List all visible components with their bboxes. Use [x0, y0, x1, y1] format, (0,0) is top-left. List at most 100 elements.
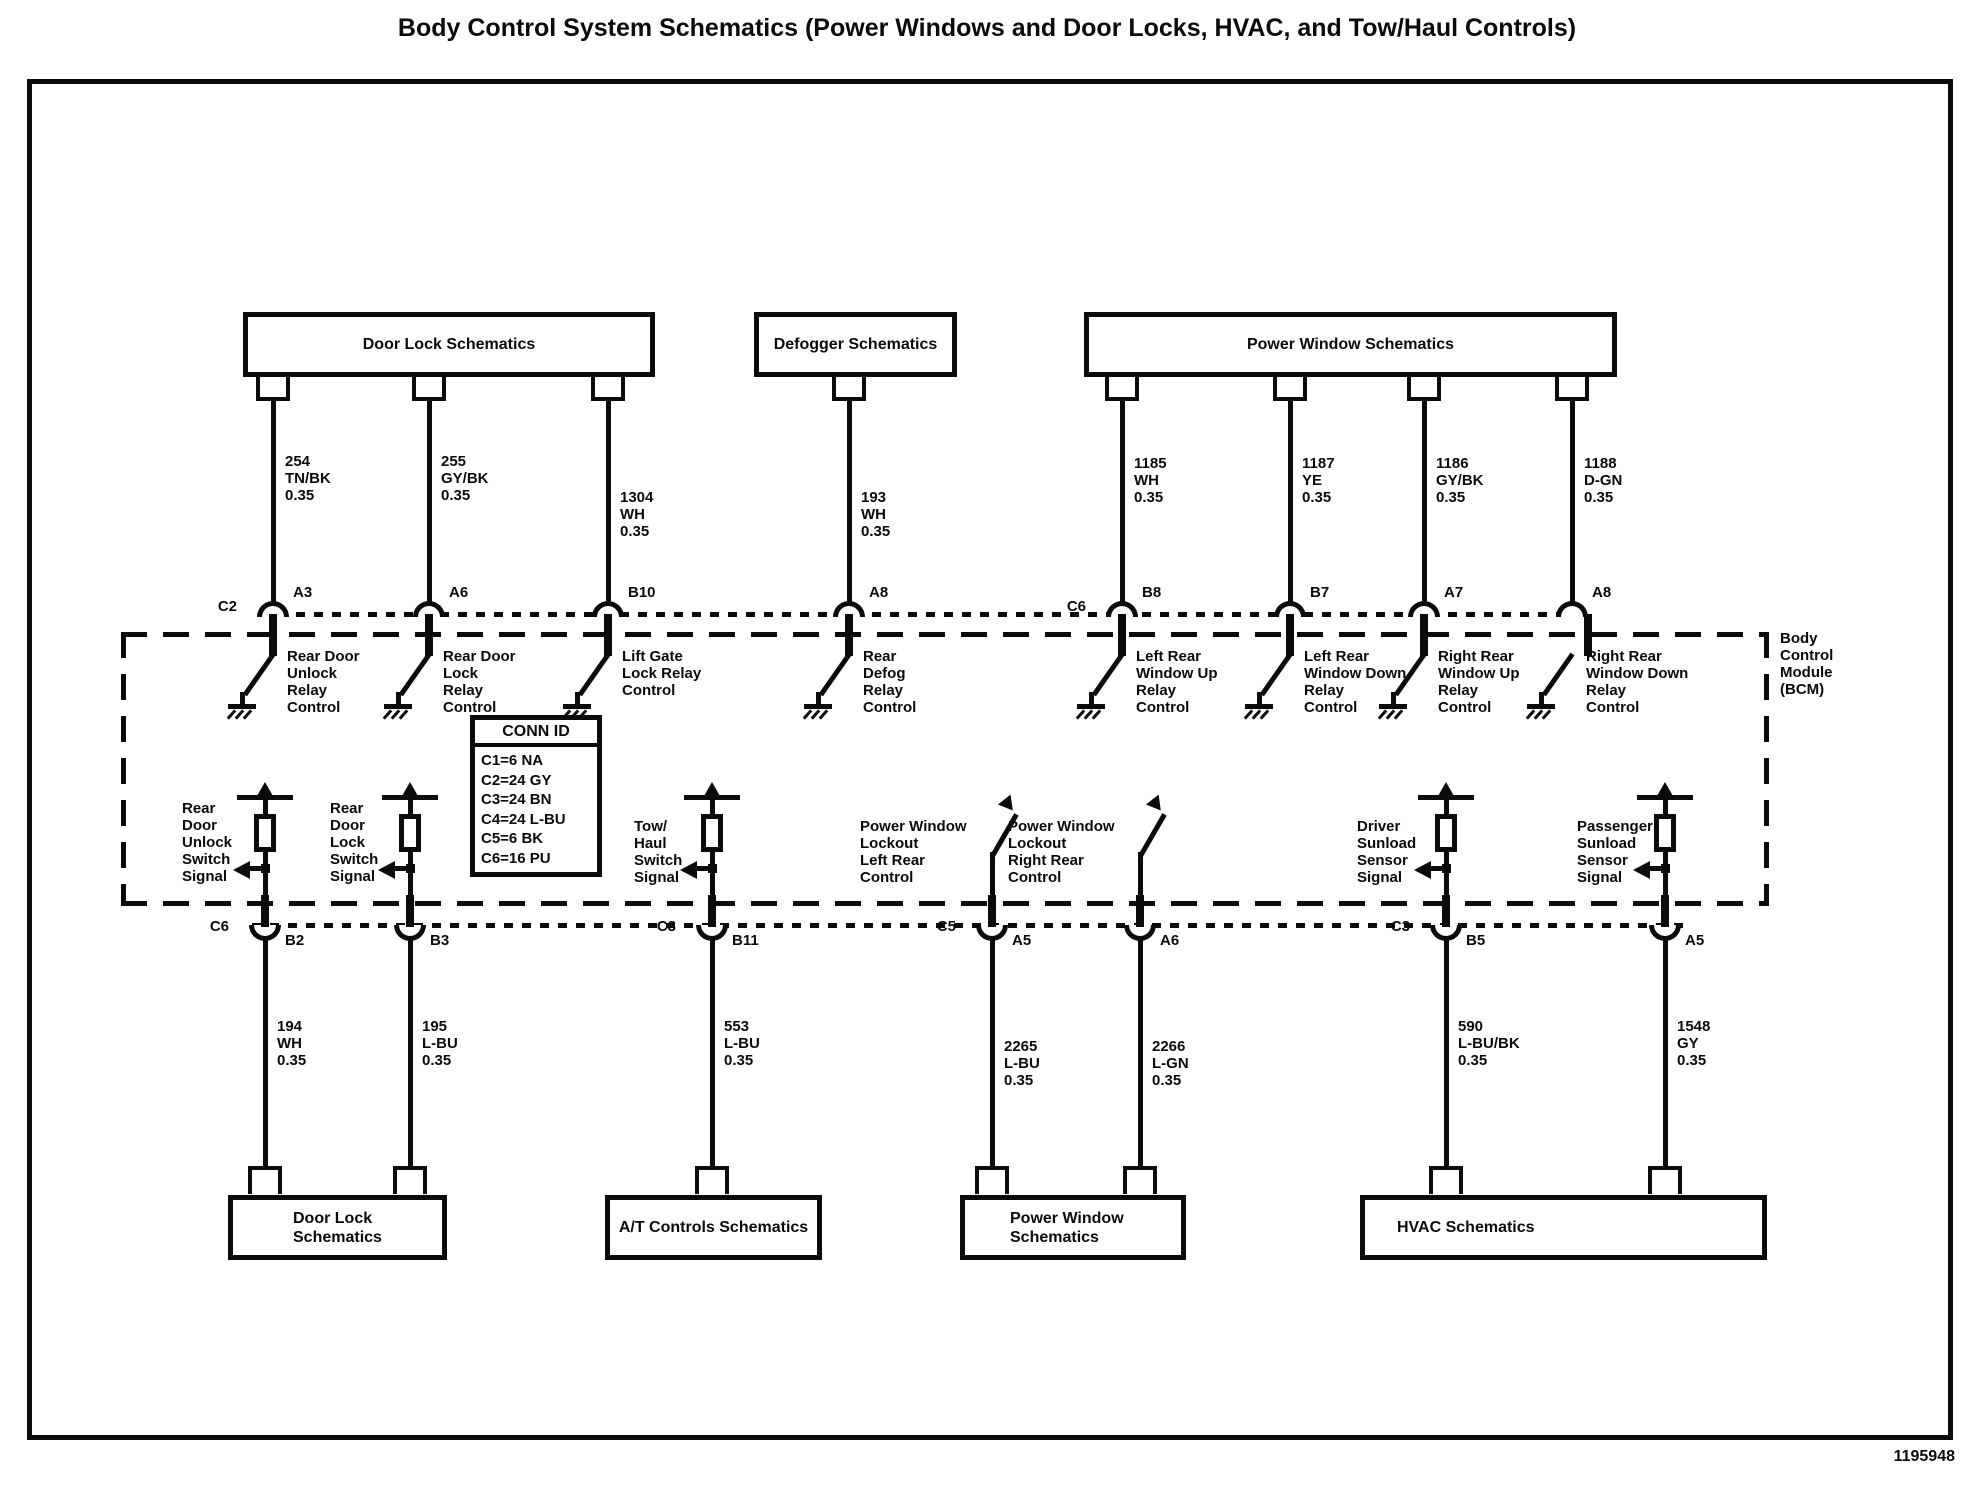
pin-label: B2 [285, 932, 305, 949]
pin-tick [604, 614, 612, 656]
relay-label: Right Rear Window Up Relay Control [1438, 648, 1520, 716]
offpage-connector-icon [393, 1166, 427, 1194]
connector-pin-icon [1408, 601, 1440, 617]
offpage-connector-icon [248, 1166, 282, 1194]
wire-label: 255 GY/BK 0.35 [441, 453, 489, 504]
wire-segment [1138, 852, 1143, 898]
box-door-lock-schematics-bottom[interactable]: Door Lock Schematics [228, 1195, 447, 1260]
connector-label: C6 [1066, 598, 1086, 615]
connector-pin-icon [1430, 925, 1462, 941]
wire-1186 [1422, 399, 1427, 604]
box-at-controls-schematics[interactable]: A/T Controls Schematics [605, 1195, 822, 1260]
offpage-connector-icon [1273, 377, 1307, 401]
connector-row-line [252, 923, 1690, 928]
pin-tick [269, 614, 277, 656]
wire-label: 194 WH 0.35 [277, 1018, 307, 1069]
pin-label: A6 [449, 584, 469, 601]
box-door-lock-schematics[interactable]: Door Lock Schematics [243, 312, 655, 377]
connector-row-line [260, 612, 1592, 617]
wire-segment [1663, 850, 1668, 898]
signal-label: Rear Door Lock Switch Signal [330, 800, 379, 885]
offpage-connector-icon [1123, 1166, 1157, 1194]
ground-icon [804, 704, 832, 709]
ground-icon [575, 692, 580, 706]
wire-label: 2265 L-BU 0.35 [1004, 1038, 1040, 1089]
relay-label: Lift Gate Lock Relay Control [622, 648, 702, 699]
box-power-window-schematics[interactable]: Power Window Schematics [1084, 312, 1617, 377]
wire-label: 1548 GY 0.35 [1677, 1018, 1711, 1069]
connector-pin-icon [592, 601, 624, 617]
resistor-icon [399, 814, 421, 852]
up-arrow-icon [704, 782, 720, 796]
pin-label: A3 [293, 584, 313, 601]
box-hvac-schematics[interactable]: HVAC Schematics [1360, 1195, 1767, 1260]
wire-255 [427, 399, 432, 604]
conn-id-table: CONN ID C1=6 NA C2=24 GY C3=24 BN C4=24 … [470, 715, 602, 877]
wire-label: 1187 YE 0.35 [1302, 455, 1335, 506]
wire-2266 [1138, 939, 1143, 1167]
wire-segment [1444, 798, 1449, 816]
pin-tick [1442, 895, 1450, 927]
bcm-border-right [1764, 632, 1769, 906]
box-label: HVAC Schematics [1397, 1219, 1535, 1236]
wire-label: 195 L-BU 0.35 [422, 1018, 458, 1069]
pin-label: A8 [1592, 584, 1612, 601]
left-arrow-icon [680, 861, 697, 879]
wire-segment [263, 798, 268, 816]
pin-tick [1420, 614, 1428, 656]
wire-label: 1185 WH 0.35 [1134, 455, 1167, 506]
wire-segment [1663, 798, 1668, 816]
pin-label: A5 [1012, 932, 1032, 949]
connector-pin-icon [394, 925, 426, 941]
pin-label: B8 [1142, 584, 1162, 601]
offpage-connector-icon [1407, 377, 1441, 401]
conn-id-header: CONN ID [475, 720, 597, 747]
conn-id-rows: C1=6 NA C2=24 GY C3=24 BN C4=24 L-BU C5=… [481, 752, 566, 867]
signal-label: Driver Sunload Sensor Signal [1357, 818, 1417, 886]
relay-label: Right Rear Window Down Relay Control [1586, 648, 1689, 716]
connector-pin-icon [976, 925, 1008, 941]
signal-label: Passenger Sunload Sensor Signal [1577, 818, 1653, 886]
diagram-border [27, 79, 1953, 1440]
wire-194 [263, 939, 268, 1167]
wire-label: 590 L-BU/BK 0.35 [1458, 1018, 1520, 1069]
offpage-connector-icon [1648, 1166, 1682, 1194]
offpage-connector-icon [412, 377, 446, 401]
offpage-connector-icon [832, 377, 866, 401]
ground-icon [384, 704, 412, 709]
relay-label: Rear Door Unlock Relay Control [287, 648, 360, 716]
ground-icon [1527, 704, 1555, 709]
wire-195 [408, 939, 413, 1167]
arrow-line [249, 866, 267, 871]
pin-label: B10 [628, 584, 656, 601]
offpage-connector-icon [695, 1166, 729, 1194]
offpage-connector-icon [256, 377, 290, 401]
relay-label: Left Rear Window Up Relay Control [1136, 648, 1218, 716]
page-title: Body Control System Schematics (Power Wi… [397, 14, 1577, 42]
wire-segment [263, 850, 268, 898]
resistor-icon [701, 814, 723, 852]
ground-icon [1379, 704, 1407, 709]
offpage-connector-icon [1105, 377, 1139, 401]
junction-dot [406, 864, 415, 873]
resistor-icon [254, 814, 276, 852]
voltage-bar-icon [382, 795, 438, 800]
wire-193 [847, 399, 852, 604]
box-label: Defogger Schematics [773, 336, 938, 353]
resistor-icon [1654, 814, 1676, 852]
wire-segment [1444, 850, 1449, 898]
wire-1187 [1288, 399, 1293, 604]
voltage-bar-icon [1637, 795, 1693, 800]
up-arrow-icon [1438, 782, 1454, 796]
signal-label: Power Window Lockout Left Rear Control [860, 818, 967, 886]
pin-tick [1136, 895, 1144, 927]
box-defogger-schematics[interactable]: Defogger Schematics [754, 312, 957, 377]
pin-tick [988, 895, 996, 927]
wire-segment [710, 850, 715, 898]
ground-icon [1391, 692, 1396, 706]
pin-tick [425, 614, 433, 656]
box-power-window-schematics-bottom[interactable]: Power Window Schematics [960, 1195, 1186, 1260]
ground-icon [1077, 704, 1105, 709]
up-arrow-icon [1657, 782, 1673, 796]
pin-label: B7 [1310, 584, 1330, 601]
